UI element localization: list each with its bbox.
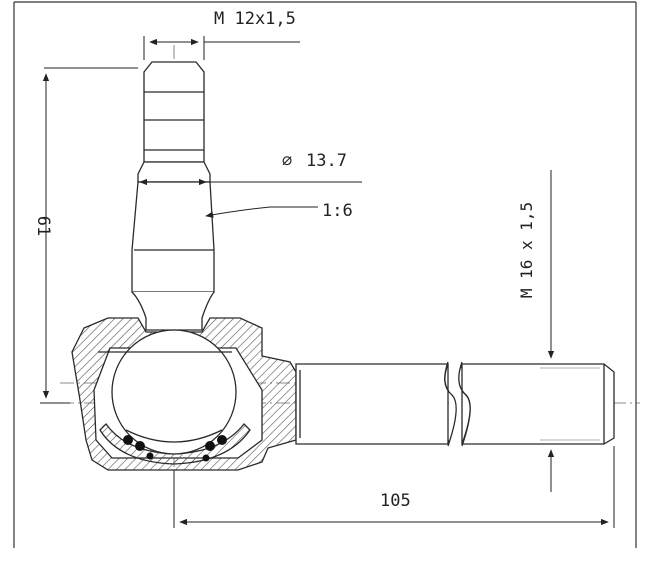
dim-length [173,446,615,528]
dim-taper [205,206,318,218]
diameter-symbol: ⌀ [282,151,292,171]
thread-side-label: M 16 x 1,5 [517,202,536,298]
frame [13,1,637,548]
stem [131,61,215,331]
housing [71,317,297,471]
break-symbol [444,361,471,447]
dim-thread-top [143,36,300,60]
taper-label: 1:6 [322,201,353,221]
thread-top-label: M 12x1,5 [214,9,296,29]
length-label: 105 [380,491,411,511]
bearing-balls [123,435,227,462]
diameter-label: 13.7 [306,151,347,171]
dim-height [40,67,138,404]
height-label: 61 [33,216,53,236]
shaft [295,363,615,445]
